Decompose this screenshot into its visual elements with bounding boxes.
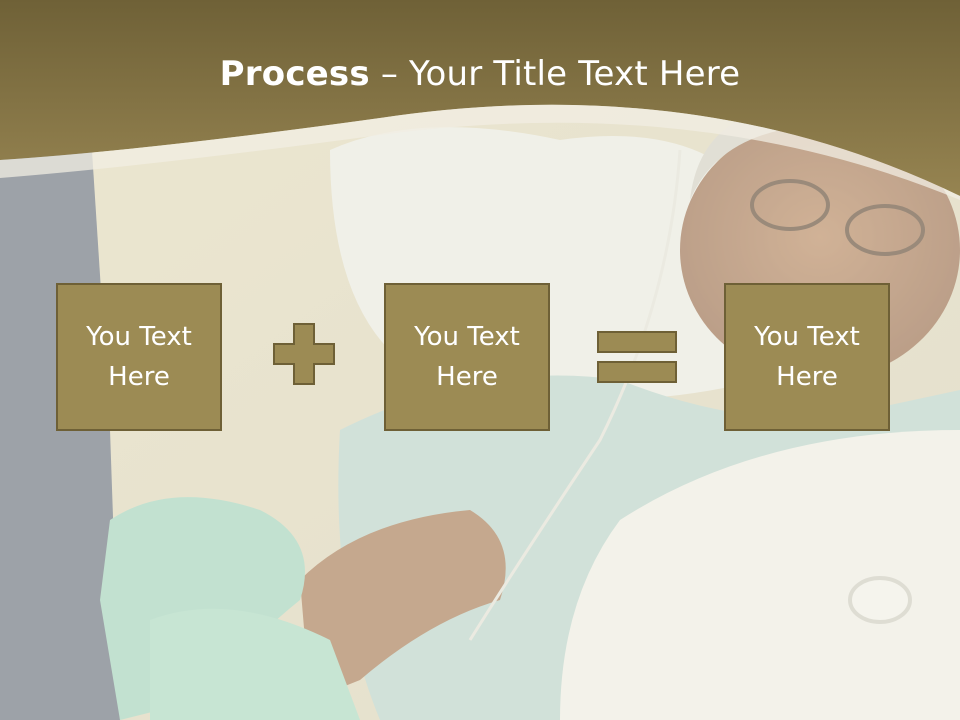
process-box-2-label: You Text Here [414, 322, 520, 392]
header-band [0, 0, 960, 200]
plus-icon [273, 323, 335, 385]
equals-icon [597, 331, 677, 383]
process-box-1-label: You Text Here [86, 322, 192, 392]
title-bold-text: Process [219, 54, 370, 94]
process-box-3-label: You Text Here [754, 322, 860, 392]
process-box-2[interactable]: You Text Here [384, 283, 550, 431]
title-rest-text: Your Title Text Here [409, 54, 741, 94]
title-separator: – [369, 54, 410, 94]
process-box-3[interactable]: You Text Here [724, 283, 890, 431]
page-title: Process – Your Title Text Here [0, 52, 960, 96]
process-box-1[interactable]: You Text Here [56, 283, 222, 431]
